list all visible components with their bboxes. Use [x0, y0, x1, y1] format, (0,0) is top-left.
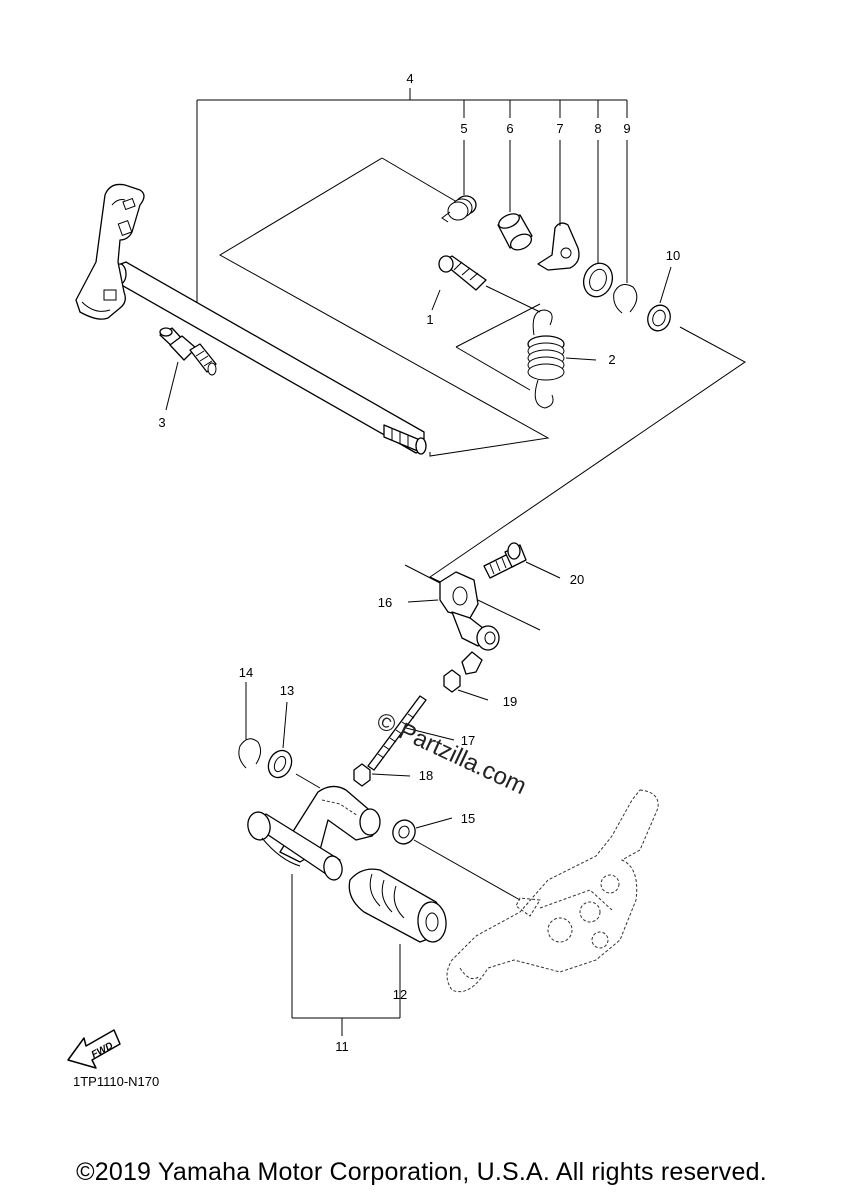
part-15-washer [392, 817, 453, 845]
part-1-pin [431, 255, 541, 313]
assembly-outline-upper [219, 157, 746, 631]
callout-12: 12 [393, 987, 407, 1002]
callout-19: 19 [503, 694, 517, 709]
part-14-circlip [238, 682, 262, 769]
footrest-bracket-reference [446, 789, 659, 993]
part-8-washer [582, 140, 614, 298]
callout-9: 9 [623, 121, 630, 136]
part-17-shift-rod [367, 695, 455, 771]
part-10-washer [647, 266, 672, 332]
callout-6: 6 [506, 121, 513, 136]
part-19-nut [443, 651, 489, 701]
callout-4-bracket [196, 88, 628, 305]
part-3-bolt [159, 327, 217, 411]
part-7-lever [537, 140, 580, 271]
part-9-circlip [613, 140, 638, 314]
callout-8: 8 [594, 121, 601, 136]
callout-3: 3 [158, 415, 165, 430]
callout-numbers: 1 2 3 4 5 6 7 8 9 10 11 12 13 14 15 16 1… [158, 71, 680, 1054]
callout-14: 14 [239, 665, 253, 680]
callout-18: 18 [419, 768, 433, 783]
callout-13: 13 [280, 683, 294, 698]
part-12-shift-rubber [348, 868, 447, 1018]
part-20-bolt [483, 542, 561, 579]
callout-11: 11 [335, 1039, 349, 1054]
callout-20: 20 [570, 572, 584, 587]
callout-10: 10 [666, 248, 680, 263]
callout-17: 17 [461, 733, 475, 748]
callout-2: 2 [608, 352, 615, 367]
callout-15: 15 [461, 811, 475, 826]
drawing-code: 1TP1110-N170 [73, 1074, 160, 1089]
part-2-return-spring [527, 309, 597, 409]
fwd-arrow-icon: FWD [67, 1029, 121, 1069]
callout-11-bracket [292, 1017, 400, 1036]
callout-1: 1 [426, 312, 433, 327]
part-16-shift-arm [407, 571, 500, 651]
part-13-washer [267, 701, 293, 779]
callout-5: 5 [460, 121, 467, 136]
part-6-collar [497, 140, 533, 251]
callout-7: 7 [556, 121, 563, 136]
callout-16: 16 [378, 595, 392, 610]
shift-shaft-assembly [75, 183, 427, 455]
callout-4: 4 [406, 71, 413, 86]
part-5-torsion-spring [441, 140, 477, 223]
part-11-shift-pedal [247, 773, 521, 1018]
copyright-notice: ©2019 Yamaha Motor Corporation, U.S.A. A… [76, 1158, 767, 1186]
part-18-nut [353, 763, 411, 787]
